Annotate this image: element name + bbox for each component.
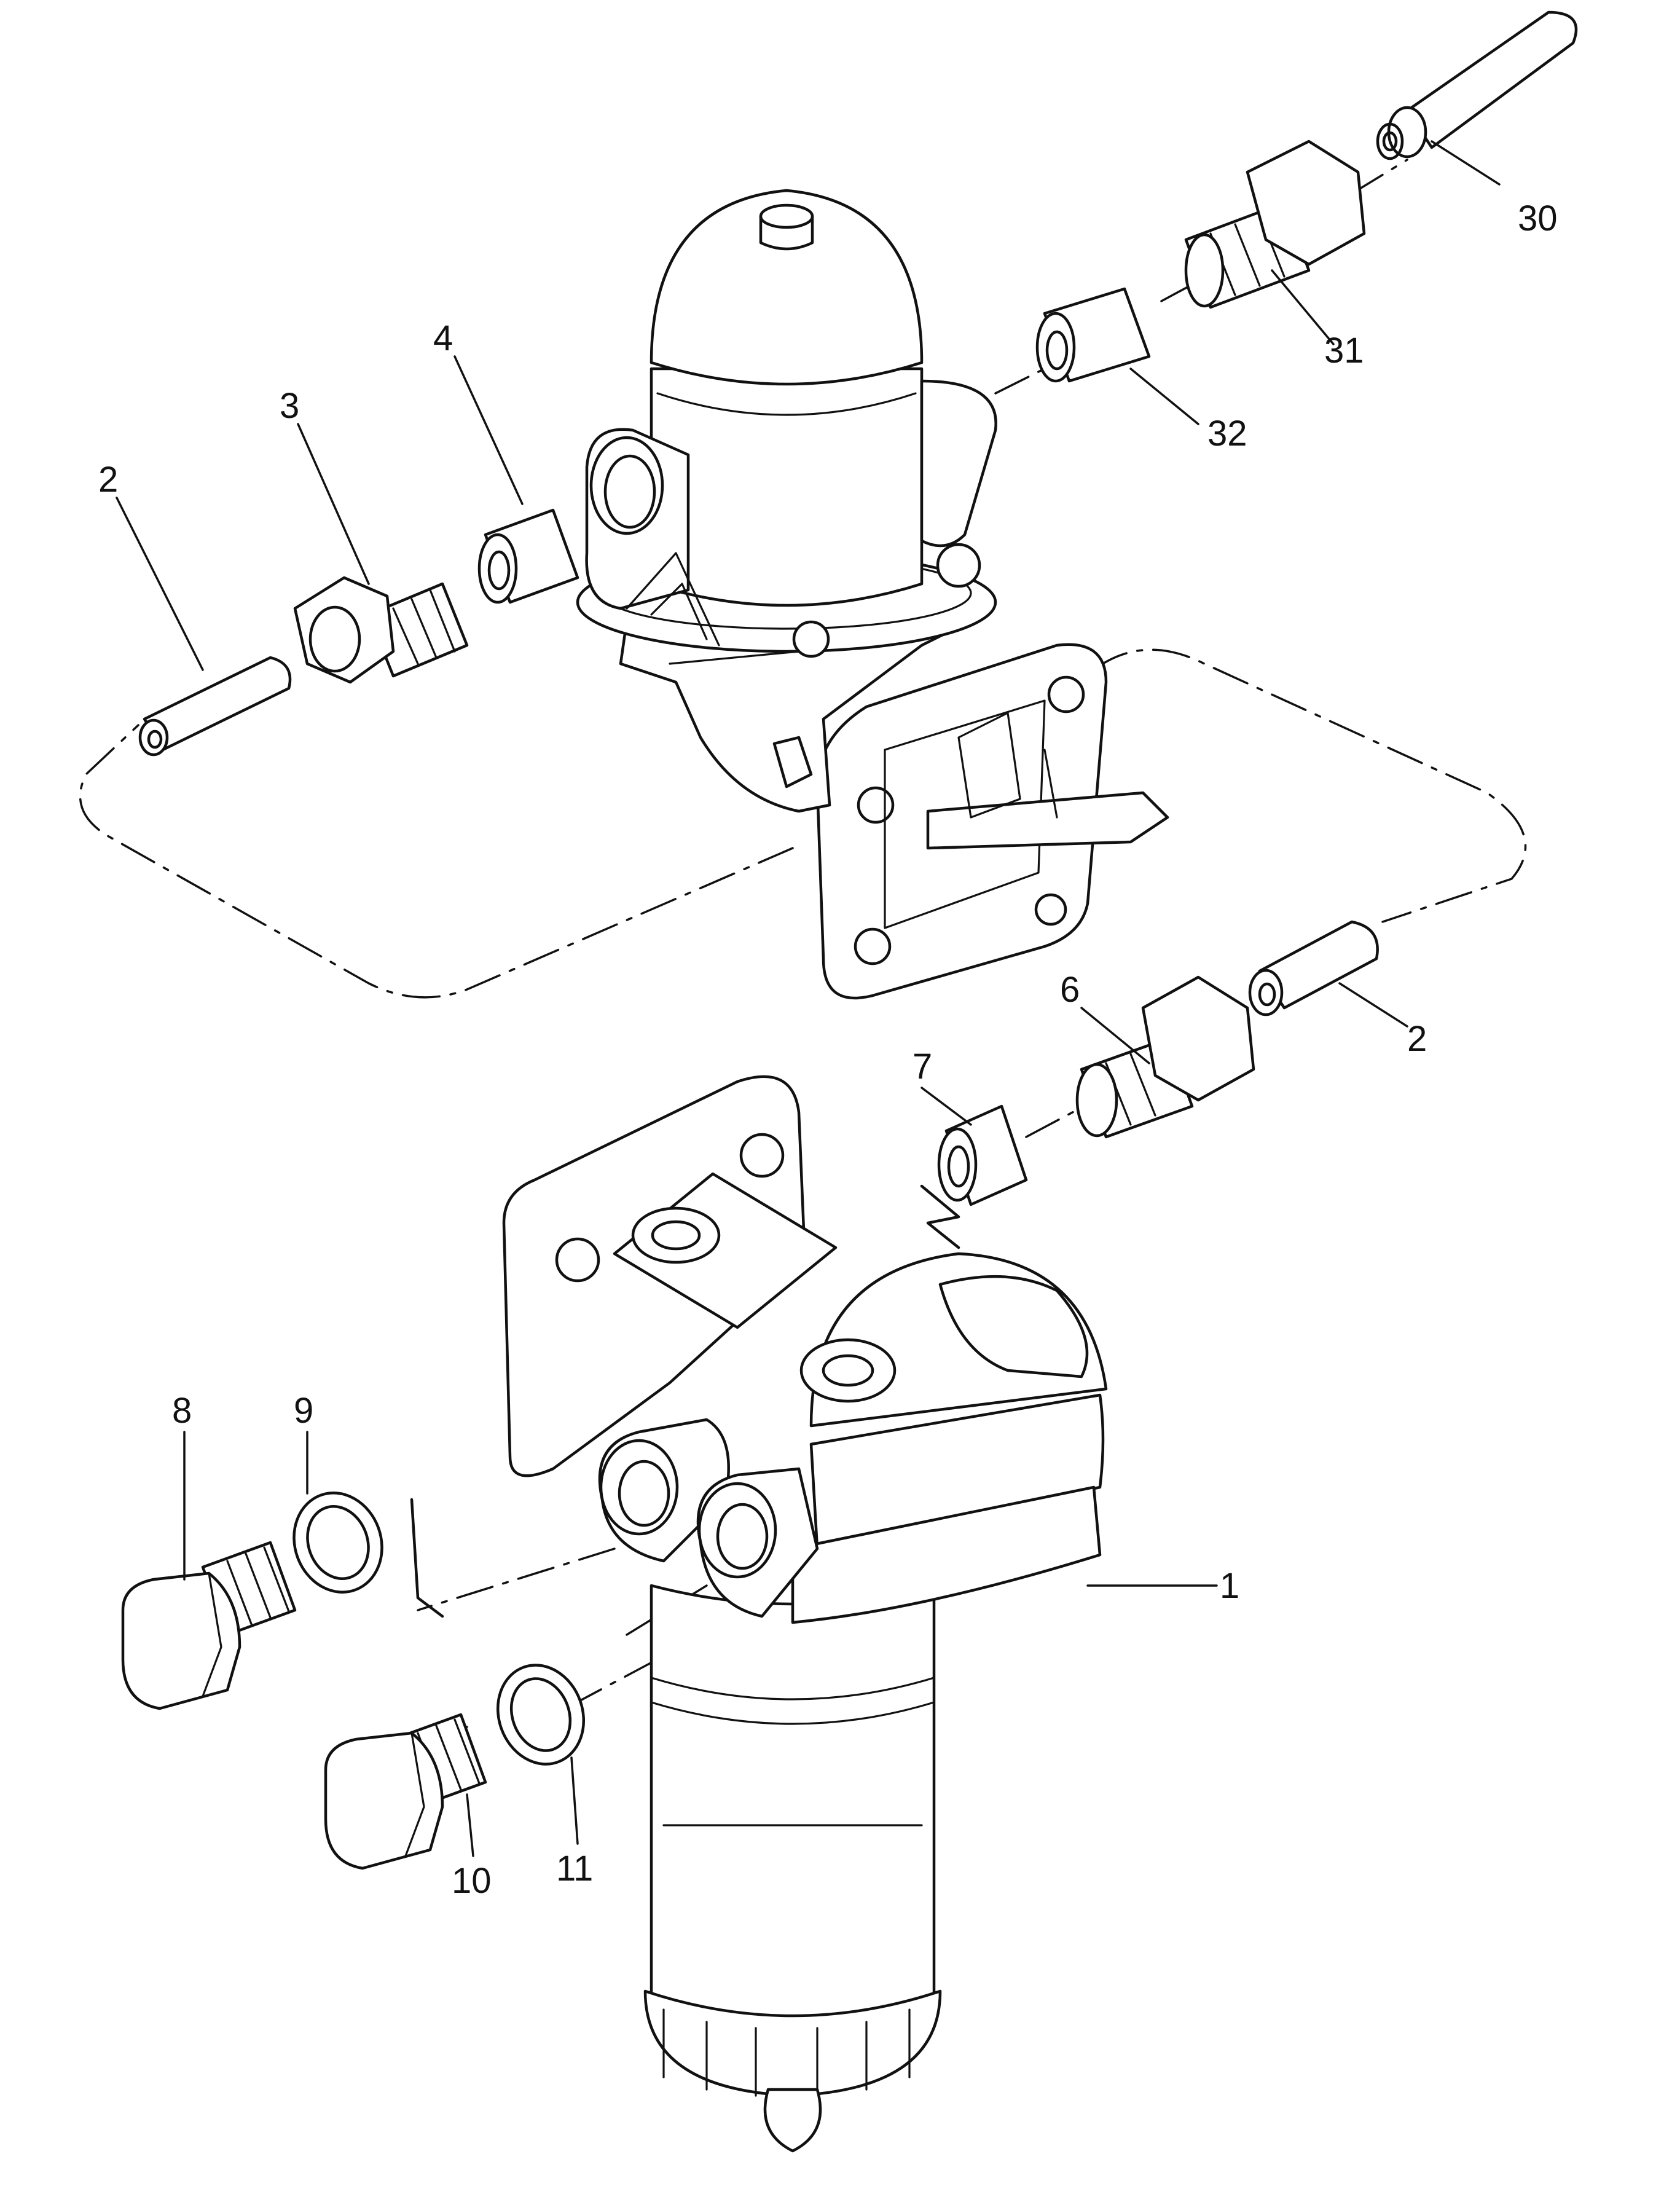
callout-32: 32	[1207, 414, 1247, 454]
callout-6: 6	[1060, 970, 1080, 1010]
callout-11: 11	[556, 1849, 593, 1889]
callout-9: 9	[294, 1391, 313, 1431]
pipe-left	[138, 656, 292, 757]
callout-2-left: 2	[98, 460, 118, 500]
callout-leaders	[116, 140, 1501, 1857]
callout-30: 30	[1518, 199, 1558, 238]
sleeve-right	[937, 1104, 1028, 1206]
fitting-upper-right	[1184, 140, 1366, 309]
callout-labels: 2 3 4 30 31 32 6 2 7 1 8 9 10 11	[98, 199, 1558, 1901]
callout-1: 1	[1220, 1566, 1239, 1606]
fuel-lift-pump	[576, 189, 1169, 1000]
callout-4: 4	[433, 318, 453, 358]
washer-upper	[292, 1492, 383, 1594]
callout-31: 31	[1324, 331, 1364, 371]
fitting-right	[1075, 975, 1255, 1139]
pipe-upper-right	[1376, 10, 1578, 160]
plug-lower	[324, 1713, 487, 1870]
callout-3: 3	[280, 386, 299, 426]
sleeve-upper-right	[1035, 287, 1151, 383]
callout-7: 7	[913, 1047, 932, 1087]
plug-upper	[121, 1541, 297, 1710]
washer-lower	[496, 1664, 586, 1766]
callout-10: 10	[452, 1861, 492, 1901]
sleeve-left	[477, 508, 579, 604]
callout-2-right: 2	[1407, 1019, 1427, 1059]
fitting-left	[293, 576, 469, 684]
fuel-filter-assembly	[502, 1075, 1108, 2153]
callout-8: 8	[172, 1391, 192, 1431]
pipe-right	[1248, 920, 1379, 1016]
